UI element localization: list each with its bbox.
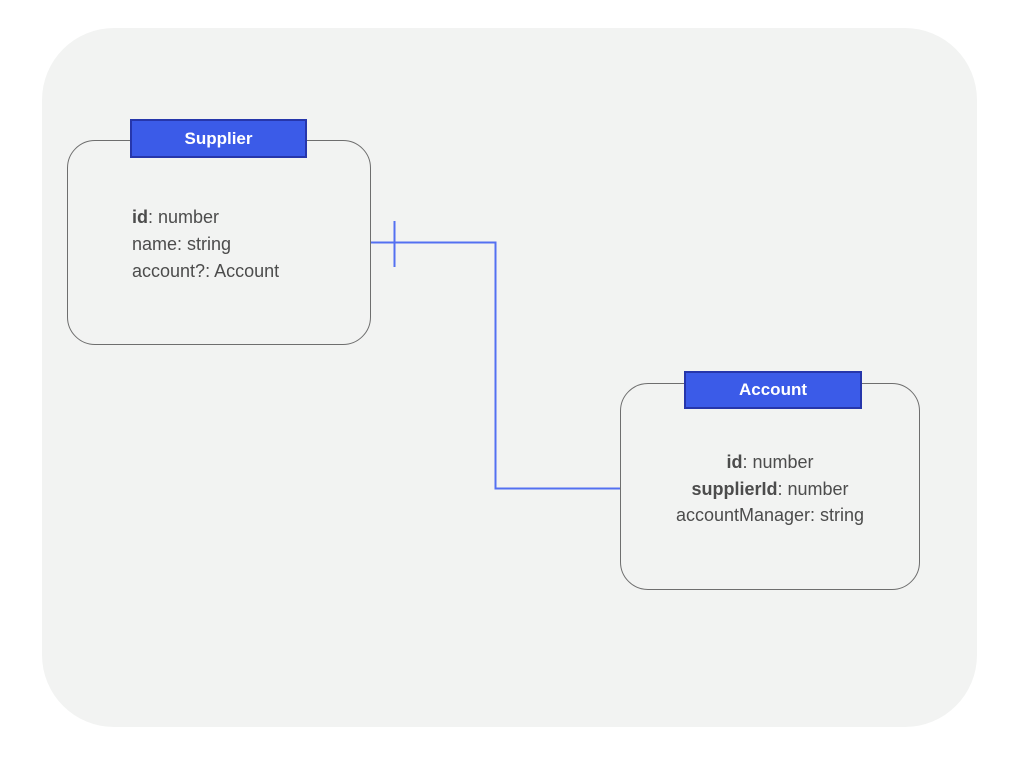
field-accountManager: accountManager: string bbox=[675, 505, 865, 525]
field-name: supplierId bbox=[691, 478, 778, 499]
field-name: name: string bbox=[132, 234, 232, 254]
field-name: accountManager bbox=[675, 505, 811, 525]
field-name: account? bbox=[132, 261, 206, 281]
entity-account-header[interactable]: Account bbox=[684, 371, 862, 409]
field-supplierId: supplierId: number bbox=[691, 478, 849, 499]
field-id: id: number bbox=[132, 207, 220, 227]
entity-account-fields: id: number supplierId: number accountManag… bbox=[620, 449, 920, 529]
field-name: id bbox=[132, 207, 148, 227]
field-name: id bbox=[726, 452, 743, 472]
entity-supplier-title: Supplier bbox=[184, 128, 253, 148]
field-id: id: number bbox=[726, 452, 814, 472]
field-name: name bbox=[132, 234, 178, 254]
entity-supplier-fields: id: number name: string account?: Account bbox=[132, 204, 279, 285]
field-account: account?: Account bbox=[132, 261, 280, 281]
entity-account-title: Account bbox=[739, 380, 807, 399]
entity-supplier-header[interactable]: Supplier bbox=[130, 119, 307, 158]
